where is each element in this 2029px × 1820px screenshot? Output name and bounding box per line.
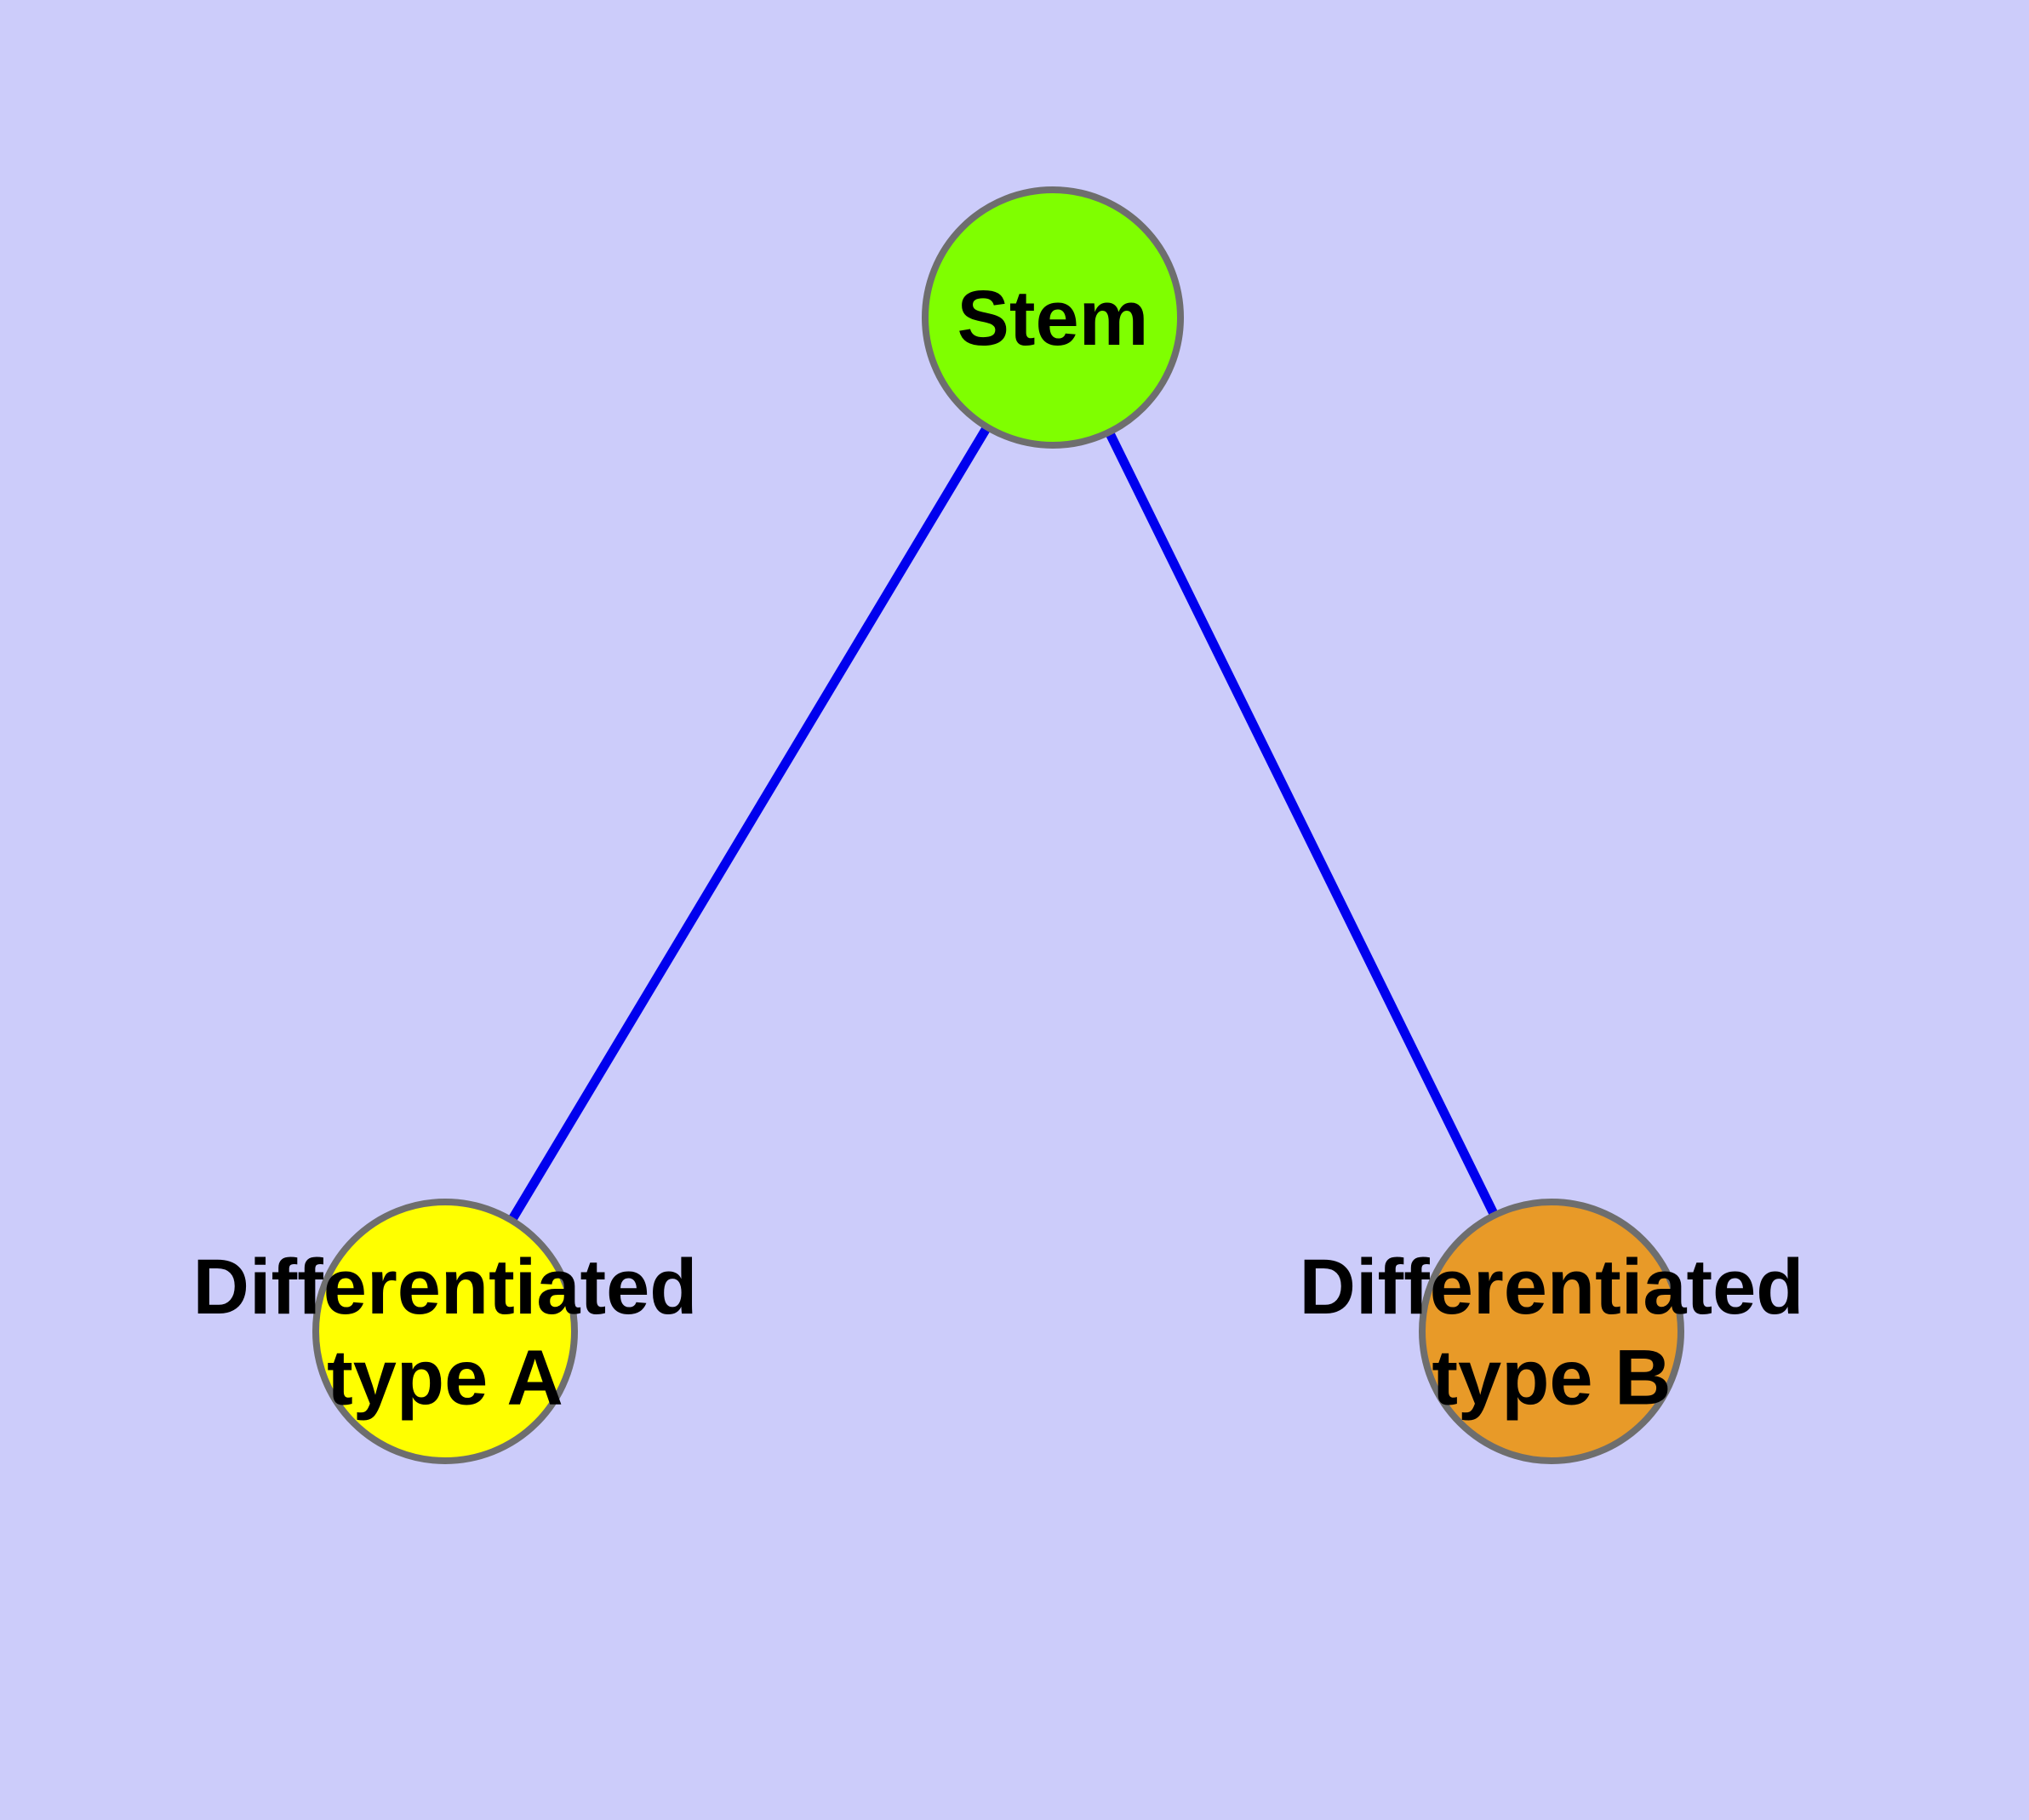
node-label-line: Differentiated (193, 1244, 698, 1331)
node-label-line: Stem (957, 275, 1149, 362)
node-label-line: type A (327, 1335, 563, 1422)
node-label-line: Differentiated (1300, 1244, 1804, 1331)
edge-stem-to-diff-a (506, 423, 992, 1225)
node-label-line: type B (1432, 1335, 1671, 1422)
edge-stem-to-diff-b (1104, 428, 1500, 1219)
node-circle-diff-a[interactable] (312, 1199, 578, 1464)
node-label-stem: Stem (957, 275, 1149, 362)
edge-layer (506, 423, 1500, 1225)
node-circle-stem[interactable] (922, 186, 1184, 449)
node-circle-diff-b[interactable] (1419, 1199, 1684, 1464)
node-stem[interactable]: Stem (922, 186, 1184, 449)
